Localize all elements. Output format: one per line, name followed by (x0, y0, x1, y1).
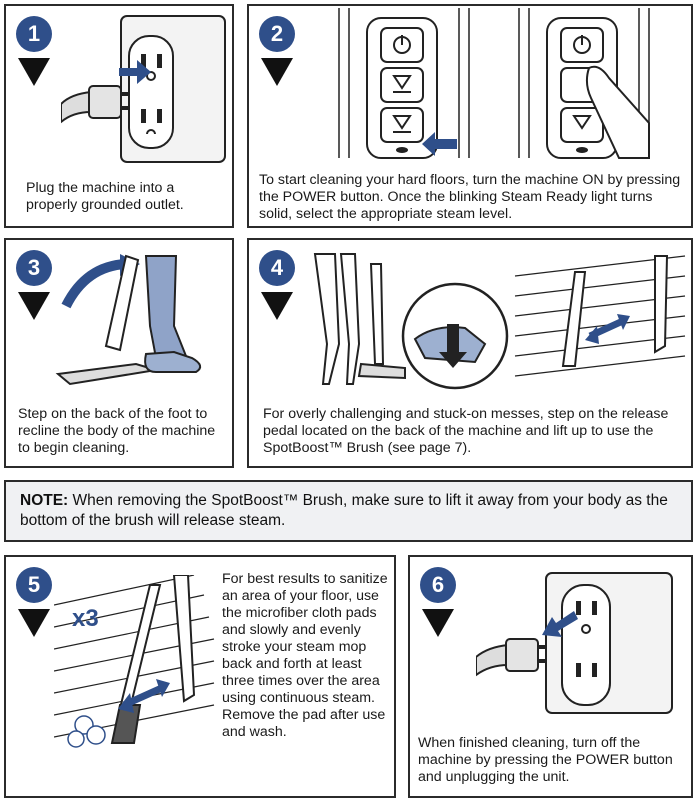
repeat-count-label: x3 (72, 605, 99, 632)
step-4-panel: 4 For overly challenging and stuck-on me… (247, 238, 693, 468)
control-panel-illustration (338, 8, 650, 159)
mopping-illustration (54, 575, 215, 748)
recline-illustration (55, 254, 202, 386)
note-box: NOTE: When removing the SpotBoost™ Brush… (4, 480, 693, 542)
step-1-text: Plug the machine into a properly grounde… (26, 180, 184, 213)
down-arrow-icon (18, 58, 50, 86)
down-arrow-icon (261, 58, 293, 86)
spotboost-illustration (313, 253, 686, 390)
step-number-badge: 2 (259, 16, 295, 52)
note-text: When removing the SpotBoost™ Brush, make… (20, 492, 668, 529)
step-5-text: For best results to sanitize an area of … (222, 571, 388, 740)
step-number-badge: 1 (16, 16, 52, 52)
note-label: NOTE: (20, 492, 69, 509)
step-6-text: When finished cleaning, turn off the mac… (418, 735, 673, 785)
unplug-illustration (476, 572, 673, 714)
step-3-panel: 3 Step on the back of the foot to reclin… (4, 238, 234, 468)
step-number-badge: 6 (420, 567, 456, 603)
step-number-badge: 3 (16, 250, 52, 286)
step-5-panel: 5 x3 For best results to sanitize an are… (4, 555, 396, 798)
step-2-text: To start cleaning your hard floors, turn… (259, 172, 681, 222)
step-number-badge: 4 (259, 250, 295, 286)
down-arrow-icon (18, 609, 50, 637)
down-arrow-icon (422, 609, 454, 637)
down-arrow-icon (18, 292, 50, 320)
step-number-badge: 5 (16, 567, 52, 603)
down-arrow-icon (261, 292, 293, 320)
step-1-panel: 1 Plug the machine into a properly groun… (4, 4, 234, 228)
step-2-panel: 2 (247, 4, 693, 228)
step-3-text: Step on the back of the foot to recline … (18, 406, 216, 456)
step-4-text: For overly challenging and stuck-on mess… (263, 406, 669, 456)
step-6-panel: 6 When finished cleaning, turn off the m… (408, 555, 693, 798)
outlet-plug-illustration (61, 15, 226, 163)
